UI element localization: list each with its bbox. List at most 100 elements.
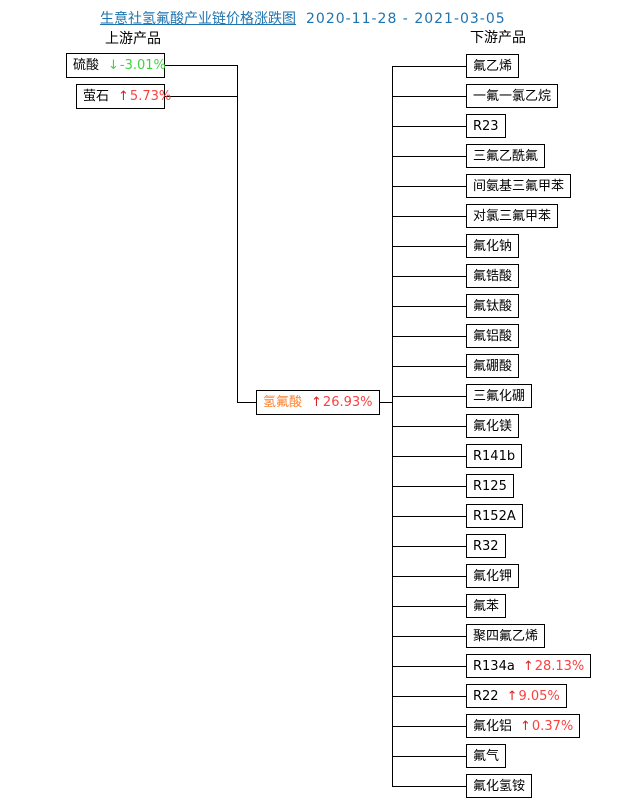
downstream-node: 氟苯	[392, 594, 507, 618]
change-value: 0.37%	[531, 718, 574, 734]
node-label: 氟锆酸	[473, 268, 513, 284]
chart-title: 生意社氢氟酸产业链价格涨跌图 2020-11-28 - 2021-03-05	[100, 8, 506, 28]
change-value: 5.73%	[129, 89, 172, 104]
node-label: 硫酸	[73, 58, 100, 73]
downstream-node: 氟钛酸	[392, 294, 520, 318]
downstream-node: 氟硼酸	[392, 354, 520, 378]
title-date-range: 2020-11-28 - 2021-03-05	[306, 11, 506, 27]
downstream-node-box: 氟化钠	[466, 234, 520, 258]
price-change: ↑ 5.73%	[118, 90, 171, 103]
node-label: R134a	[473, 658, 515, 674]
downstream-node: R32	[392, 534, 506, 558]
downstream-node-box: 对氯三氟甲苯	[466, 204, 559, 228]
downstream-node: 氟铝酸	[392, 324, 520, 348]
node-label: R23	[473, 118, 499, 134]
title-link[interactable]: 生意社氢氟酸产业链价格涨跌图	[100, 11, 296, 27]
price-change: ↑ 9.05%	[507, 690, 560, 703]
downstream-node-box: 氟硼酸	[466, 354, 520, 378]
downstream-node-box: R32	[466, 534, 506, 558]
node-label: 对氯三氟甲苯	[473, 208, 552, 224]
branch-connector-line	[392, 485, 466, 487]
branch-connector-line	[392, 605, 466, 607]
connector-line-sulfuric	[165, 65, 237, 66]
branch-connector-line	[392, 635, 466, 637]
downstream-node-box: 氟化铝 ↑ 0.37%	[466, 714, 581, 738]
downstream-node-box: 聚四氟乙烯	[466, 624, 546, 648]
node-label: 氟铝酸	[473, 328, 513, 344]
branch-connector-line	[392, 425, 466, 427]
down-arrow-icon: ↓	[108, 58, 119, 73]
downstream-node-box: R125	[466, 474, 514, 498]
branch-connector-line	[392, 65, 466, 67]
change-value: 28.13%	[534, 658, 585, 674]
downstream-trunk-line	[392, 66, 393, 787]
node-label: 三氟乙酰氟	[473, 148, 539, 164]
downstream-node: R23	[392, 114, 506, 138]
node-label: 氟苯	[473, 598, 500, 614]
node-hydrofluoric-acid: 氢氟酸 ↑ 26.93%	[256, 390, 380, 415]
node-label: 萤石	[83, 89, 110, 104]
node-label: 氢氟酸	[263, 395, 303, 410]
downstream-node-box: 氟铝酸	[466, 324, 520, 348]
downstream-node: R125	[392, 474, 514, 498]
downstream-node: 对氯三氟甲苯	[392, 204, 559, 228]
downstream-node-box: 三氟乙酰氟	[466, 144, 546, 168]
node-label: 氟乙烯	[473, 58, 513, 74]
node-label: 一氟一氯乙烷	[473, 88, 552, 104]
price-change: ↑ 26.93%	[311, 396, 372, 409]
up-arrow-icon: ↑	[520, 718, 531, 734]
node-label: 氟钛酸	[473, 298, 513, 314]
node-label: R152A	[473, 508, 516, 524]
branch-connector-line	[392, 215, 466, 217]
connector-line-fluorite	[165, 96, 237, 97]
branch-connector-line	[392, 665, 466, 667]
downstream-node-box: 氟化镁	[466, 414, 520, 438]
downstream-node: 三氟化硼	[392, 384, 533, 408]
node-label: R141b	[473, 448, 516, 464]
downstream-node: 氟化氢铵	[392, 774, 533, 798]
branch-connector-line	[392, 185, 466, 187]
downstream-node: 三氟乙酰氟	[392, 144, 546, 168]
up-arrow-icon: ↑	[311, 395, 322, 410]
branch-connector-line	[392, 245, 466, 247]
change-value: 9.05%	[518, 688, 560, 704]
up-arrow-icon: ↑	[118, 89, 129, 104]
change-value: 26.93%	[322, 395, 373, 410]
downstream-node: 一氟一氯乙烷	[392, 84, 559, 108]
downstream-node: 氟气	[392, 744, 507, 768]
downstream-node: R134a ↑ 28.13%	[392, 654, 592, 678]
branch-connector-line	[392, 515, 466, 517]
node-label: R125	[473, 478, 507, 494]
downstream-node-box: R23	[466, 114, 506, 138]
branch-connector-line	[392, 395, 466, 397]
node-label: 氟化钠	[473, 238, 513, 254]
node-label: 氟气	[473, 748, 500, 764]
downstream-node: 氟化钾	[392, 564, 520, 588]
price-change: ↑ 28.13%	[523, 660, 584, 673]
downstream-node: R22 ↑ 9.05%	[392, 684, 567, 708]
price-change: ↑ 0.37%	[520, 720, 573, 733]
downstream-node-box: 一氟一氯乙烷	[466, 84, 559, 108]
branch-connector-line	[392, 335, 466, 337]
price-change: ↓ -3.01%	[108, 59, 166, 72]
node-label: 氟化钾	[473, 568, 513, 584]
node-label: 氟化铝	[473, 718, 513, 734]
downstream-node-box: 氟苯	[466, 594, 507, 618]
downstream-node: 氟乙烯	[392, 54, 520, 78]
node-label: 氟硼酸	[473, 358, 513, 374]
branch-connector-line	[392, 755, 466, 757]
branch-connector-line	[392, 695, 466, 697]
downstream-node: 聚四氟乙烯	[392, 624, 546, 648]
downstream-node-box: 氟钛酸	[466, 294, 520, 318]
node-label: R22	[473, 688, 499, 704]
downstream-node: R152A	[392, 504, 523, 528]
change-value: -3.01%	[119, 58, 166, 73]
node-label: 氟化镁	[473, 418, 513, 434]
connector-line-center-left	[237, 402, 257, 403]
node-label: 间氨基三氟甲苯	[473, 178, 565, 194]
branch-connector-line	[392, 275, 466, 277]
downstream-node: 间氨基三氟甲苯	[392, 174, 572, 198]
downstream-node-box: R141b	[466, 444, 523, 468]
downstream-node-box: R152A	[466, 504, 523, 528]
downstream-node-box: 氟气	[466, 744, 507, 768]
